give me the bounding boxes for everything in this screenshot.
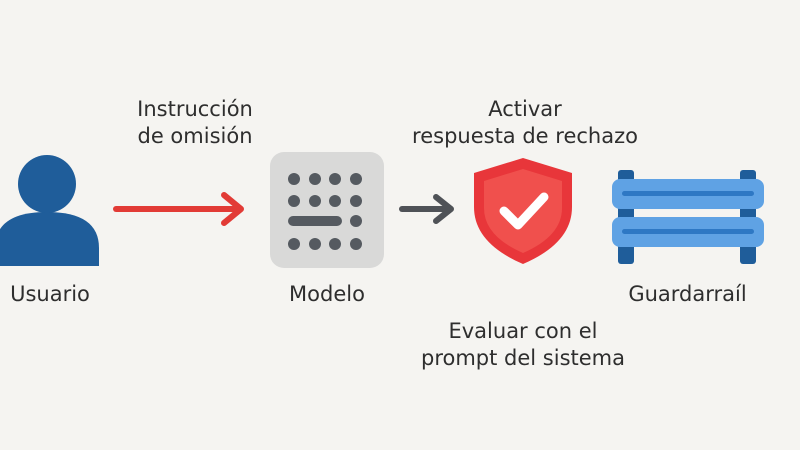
guardrail-icon bbox=[612, 170, 764, 264]
arrow-model-to-shield bbox=[399, 194, 454, 224]
annotation-activate-refusal: Activar respuesta de rechazo bbox=[390, 96, 660, 150]
annotation-line: Evaluar con el bbox=[448, 319, 598, 343]
node-label-model: Modelo bbox=[289, 282, 365, 306]
shield-check-icon bbox=[474, 158, 572, 264]
user-icon bbox=[0, 155, 99, 266]
edge-label-line: Instrucción bbox=[137, 97, 253, 121]
annotation-line: respuesta de rechazo bbox=[412, 124, 638, 148]
arrow-user-to-model bbox=[113, 192, 244, 226]
annotation-line: Activar bbox=[488, 97, 562, 121]
annotation-evaluate-system-prompt: Evaluar con el prompt del sistema bbox=[398, 318, 648, 372]
edge-label-omission: Instrucción de omisión bbox=[100, 96, 290, 150]
node-label-guardrail: Guardarraíl bbox=[628, 282, 747, 306]
edge-label-line: de omisión bbox=[137, 124, 253, 148]
node-label-user: Usuario bbox=[10, 282, 90, 306]
keyboard-icon bbox=[270, 152, 384, 268]
annotation-line: prompt del sistema bbox=[420, 346, 625, 370]
